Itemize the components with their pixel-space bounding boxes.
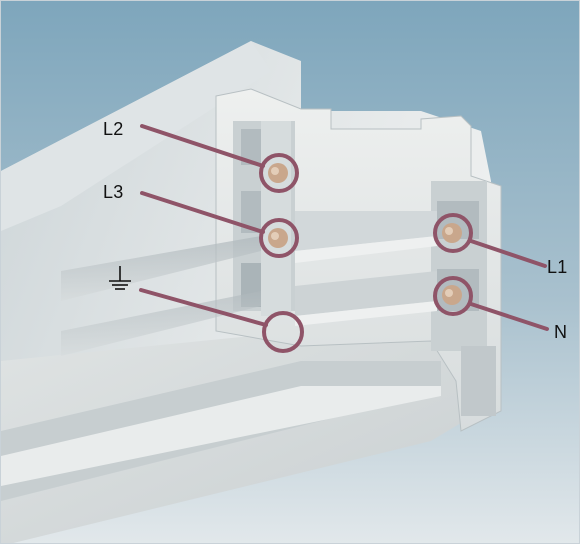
n-leader-line bbox=[469, 302, 549, 331]
label-l3: L3 bbox=[103, 182, 124, 202]
l1-callout-circle bbox=[433, 213, 473, 253]
n-callout-circle bbox=[433, 276, 473, 316]
l2-leader-line bbox=[140, 124, 265, 168]
ground-callout-circle bbox=[262, 311, 304, 353]
label-n: N bbox=[554, 322, 568, 342]
label-l1: L1 bbox=[547, 257, 568, 277]
l2-callout-circle bbox=[259, 153, 299, 193]
ground-symbol-icon bbox=[109, 266, 131, 290]
ground-leader-line bbox=[139, 288, 268, 327]
label-l2: L2 bbox=[103, 119, 124, 139]
l3-callout-circle bbox=[259, 218, 299, 258]
l1-leader-line bbox=[469, 239, 547, 268]
l3-leader-line bbox=[140, 191, 265, 234]
